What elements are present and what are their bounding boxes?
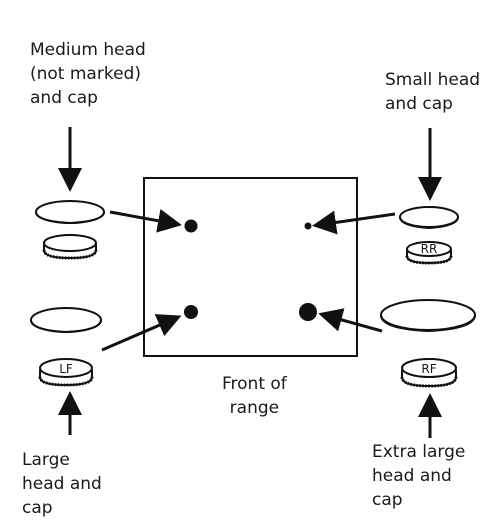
small-burner-cap-rr bbox=[405, 241, 453, 265]
medium-burner-cap bbox=[42, 234, 98, 260]
arrow-extra-large-to-right-front bbox=[318, 308, 383, 333]
large-head-label: Large head and cap bbox=[22, 450, 102, 518]
medium-head-label: Medium head (not marked) and cap bbox=[30, 40, 146, 108]
cap-marking-rr: RR bbox=[421, 242, 438, 256]
cooktop-outline bbox=[143, 177, 358, 357]
large-burner-cap-lf bbox=[38, 358, 94, 387]
cap-marking-rf: RF bbox=[421, 362, 436, 376]
arrow-small-to-right-rear bbox=[312, 210, 396, 235]
arrow-large-to-left-front bbox=[101, 314, 182, 352]
extra-large-burner-cap-rf bbox=[400, 358, 458, 388]
small-burner-head bbox=[399, 206, 459, 230]
left-front-burner-dot bbox=[184, 305, 198, 319]
medium-burner-head bbox=[35, 200, 105, 225]
front-of-range-label: Front of range bbox=[222, 374, 287, 418]
extra-large-head-label: Extra large head and cap bbox=[372, 442, 466, 510]
right-rear-burner-dot bbox=[304, 222, 312, 230]
extra-large-burner-head bbox=[380, 299, 476, 333]
cap-marking-lf: LF bbox=[59, 362, 73, 376]
right-front-burner-dot bbox=[299, 303, 317, 321]
arrow-medium-to-left-rear bbox=[109, 208, 182, 233]
small-head-label: Small head and cap bbox=[385, 70, 481, 114]
large-burner-head bbox=[30, 307, 102, 334]
left-rear-burner-dot bbox=[184, 219, 198, 233]
